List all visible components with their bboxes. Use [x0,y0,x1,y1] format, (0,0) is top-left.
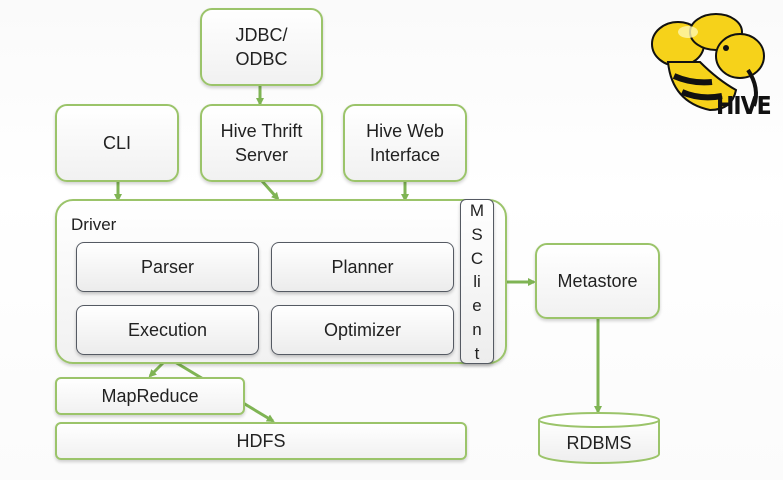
planner-box: Planner [271,242,454,292]
mapreduce-label: MapReduce [101,386,199,406]
jdbc-odbc-label: JDBC/ ODBC [235,25,288,69]
hive-logo-icon [651,13,765,112]
cli-label: CLI [102,133,131,153]
msclient-letter: C [470,248,484,268]
hive-thrift-server-label: Hive Thrift Server [220,121,303,165]
hive-web-interface-box: Hive Web Interface [343,104,467,182]
hive-logo-text: HIVE [716,92,772,121]
msclient-box: M S C li e n t [460,199,494,364]
driver-label: Driver [71,215,117,234]
parser-box: Parser [76,242,259,292]
optimizer-label: Optimizer [323,319,401,340]
hdfs-box: HDFS [55,422,467,460]
msclient-letter: n [472,320,482,340]
msclient-letter: e [472,296,482,316]
msclient-letter: t [474,343,480,363]
hdfs-label: HDFS [236,431,286,451]
arrow-thrift-to-driver [260,180,280,201]
jdbc-odbc-box: JDBC/ ODBC [200,8,323,86]
planner-label: Planner [331,256,394,277]
rdbms-label: RDBMS [566,433,632,453]
cli-box: CLI [55,104,179,182]
hive-web-interface-label: Hive Web Interface [366,121,444,165]
msclient-letter: M [469,201,485,220]
metastore-label: Metastore [557,271,638,291]
optimizer-box: Optimizer [271,305,454,355]
mapreduce-box: MapReduce [55,377,245,415]
rdbms-cylinder [538,412,660,464]
execution-box: Execution [76,305,259,355]
metastore-box: Metastore [535,243,660,319]
hive-thrift-server-box: Hive Thrift Server [200,104,323,182]
parser-label: Parser [140,256,194,277]
execution-label: Execution [127,319,208,340]
msclient-letter: li [473,272,481,292]
msclient-letter: S [471,224,483,244]
